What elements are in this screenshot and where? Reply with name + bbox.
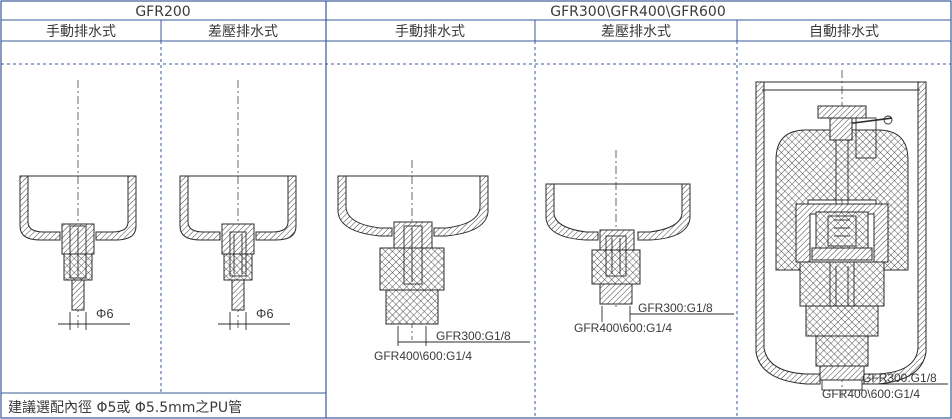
thread-gfr400-600-auto: GFR400\600:G1/4 [822,387,920,401]
header-manual-drain-1: 手動排水式 [46,24,116,40]
thread-gfr300-manual: GFR300:G1/8 [436,329,511,343]
header-differential-drain-1: 差壓排水式 [208,24,278,40]
drawing-manual-drain [337,160,530,346]
drawing-auto-drain [755,70,948,400]
tubing-recommendation-note: 建議選配內徑 Φ5或 Φ5.5mm之PU管 [8,399,242,416]
drawing-gfr200-manual [19,80,137,330]
thread-gfr400-600-manual: GFR400\600:G1/4 [374,349,472,363]
thread-gfr300-auto: GFR300:G1/8 [862,371,937,385]
drawing-differential-drain [545,150,734,322]
thread-gfr400-600-differential: GFR400\600:G1/4 [574,321,672,335]
header-differential-drain-2: 差壓排水式 [601,24,671,40]
dim-phi6-a: Φ6 [96,306,114,321]
drawing-gfr200-differential [179,80,297,330]
header-auto-drain: 自動排水式 [809,24,879,40]
thread-gfr300-differential: GFR300:G1/8 [638,301,713,315]
header-gfr200: GFR200 [135,4,190,20]
header-gfr300-600: GFR300\GFR400\GFR600 [550,4,726,20]
dim-phi6-b: Φ6 [256,306,274,321]
header-manual-drain-2: 手動排水式 [395,24,465,40]
